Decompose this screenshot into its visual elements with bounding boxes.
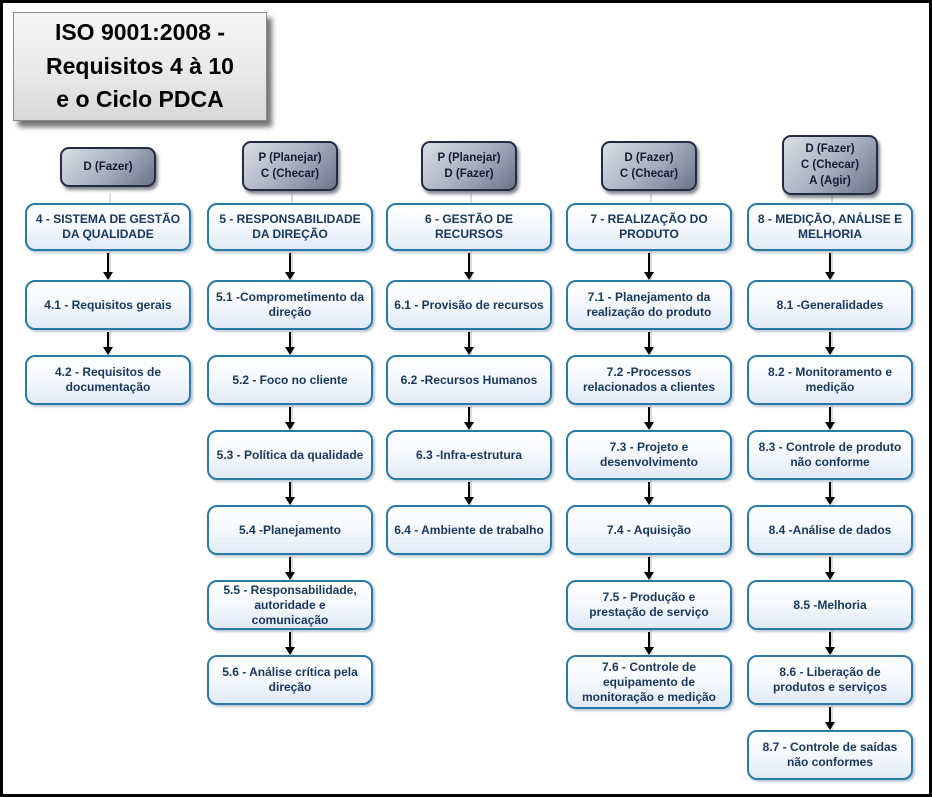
column-clause-8: D (Fazer) C (Checar) A (Agir) 8 - MEDIÇÃ… xyxy=(747,133,913,793)
node-7-2: 7.2 -Processos relacionados a clientes xyxy=(566,355,732,405)
down-arrow-icon xyxy=(285,332,295,355)
node-5-2: 5.2 - Foco no cliente xyxy=(207,355,373,405)
node-8-3: 8.3 - Controle de produto não conforme xyxy=(747,430,913,480)
pdca-header-clause-5: P (Planejar) C (Checar) xyxy=(242,141,338,191)
node-8-4: 8.4 -Análise de dados xyxy=(747,505,913,555)
node-6-4: 6.4 - Ambiente de trabalho xyxy=(386,505,552,555)
down-arrow-icon xyxy=(644,332,654,355)
down-arrow-icon xyxy=(825,407,835,430)
node-4-1: 4.1 - Requisitos gerais xyxy=(25,280,191,330)
node-6-1: 6.1 - Provisão de recursos xyxy=(386,280,552,330)
node-5-1: 5.1 -Comprometimento da direção xyxy=(207,280,373,330)
node-7-4: 7.4 - Aquisição xyxy=(566,505,732,555)
node-clause-7: 7 - REALIZAÇÃO DO PRODUTO xyxy=(566,203,732,251)
down-arrow-icon xyxy=(464,332,474,355)
node-5-6: 5.6 - Análise crítica pela direção xyxy=(207,655,373,705)
column-clause-6: P (Planejar) D (Fazer) 6 - GESTÃO DE REC… xyxy=(386,133,552,793)
down-arrow-icon xyxy=(285,632,295,655)
node-8-1: 8.1 -Generalidades xyxy=(747,280,913,330)
down-arrow-icon xyxy=(103,253,113,280)
node-8-7: 8.7 - Controle de saídas não conformes xyxy=(747,730,913,780)
down-arrow-icon xyxy=(464,482,474,505)
pdca-header-clause-6: P (Planejar) D (Fazer) xyxy=(421,141,517,191)
node-clause-5: 5 - RESPONSABILIDADE DA DIREÇÃO xyxy=(207,203,373,251)
node-6-3: 6.3 -Infra-estrutura xyxy=(386,430,552,480)
node-7-1: 7.1 - Planejamento da realização do prod… xyxy=(566,280,732,330)
down-arrow-icon xyxy=(285,557,295,580)
down-arrow-icon xyxy=(644,253,654,280)
node-clause-4: 4 - SISTEMA DE GESTÃO DA QUALIDADE xyxy=(25,203,191,251)
down-arrow-icon xyxy=(825,253,835,280)
down-arrow-icon xyxy=(103,332,113,355)
down-arrow-icon xyxy=(464,407,474,430)
node-6-2: 6.2 -Recursos Humanos xyxy=(386,355,552,405)
diagram-title: ISO 9001:2008 - Requisitos 4 à 10 e o Ci… xyxy=(13,12,267,121)
node-8-2: 8.2 - Monitoramento e medição xyxy=(747,355,913,405)
down-arrow-icon xyxy=(285,482,295,505)
down-arrow-icon xyxy=(464,253,474,280)
pdca-header-clause-7: D (Fazer) C (Checar) xyxy=(601,141,697,191)
down-arrow-icon xyxy=(825,332,835,355)
down-arrow-icon xyxy=(825,482,835,505)
down-arrow-icon xyxy=(644,482,654,505)
node-7-3: 7.3 - Projeto e desenvolvimento xyxy=(566,430,732,480)
node-5-5: 5.5 - Responsabilidade, autoridade e com… xyxy=(207,580,373,630)
down-arrow-icon xyxy=(644,632,654,655)
node-4-2: 4.2 - Requisitos de documentação xyxy=(25,355,191,405)
node-clause-8: 8 - MEDIÇÃO, ANÁLISE E MELHORIA xyxy=(747,203,913,251)
column-guide-line xyxy=(831,193,833,780)
column-clause-4: D (Fazer) 4 - SISTEMA DE GESTÃO DA QUALI… xyxy=(25,133,191,793)
column-clause-5: P (Planejar) C (Checar) 5 - RESPONSABILI… xyxy=(207,133,373,793)
node-5-4: 5.4 -Planejamento xyxy=(207,505,373,555)
down-arrow-icon xyxy=(825,632,835,655)
node-clause-6: 6 - GESTÃO DE RECURSOS xyxy=(386,203,552,251)
down-arrow-icon xyxy=(644,557,654,580)
down-arrow-icon xyxy=(285,407,295,430)
node-8-6: 8.6 - Liberação de produtos e serviços xyxy=(747,655,913,705)
node-7-6: 7.6 - Controle de equipamento de monitor… xyxy=(566,655,732,709)
node-8-5: 8.5 -Melhoria xyxy=(747,580,913,630)
down-arrow-icon xyxy=(644,407,654,430)
down-arrow-icon xyxy=(825,707,835,730)
down-arrow-icon xyxy=(825,557,835,580)
node-7-5: 7.5 - Produção e prestação de serviço xyxy=(566,580,732,630)
pdca-header-clause-4: D (Fazer) xyxy=(60,147,156,187)
node-5-3: 5.3 - Política da qualidade xyxy=(207,430,373,480)
column-clause-7: D (Fazer) C (Checar) 7 - REALIZAÇÃO DO P… xyxy=(566,133,732,793)
pdca-header-clause-8: D (Fazer) C (Checar) A (Agir) xyxy=(782,135,878,195)
down-arrow-icon xyxy=(285,253,295,280)
